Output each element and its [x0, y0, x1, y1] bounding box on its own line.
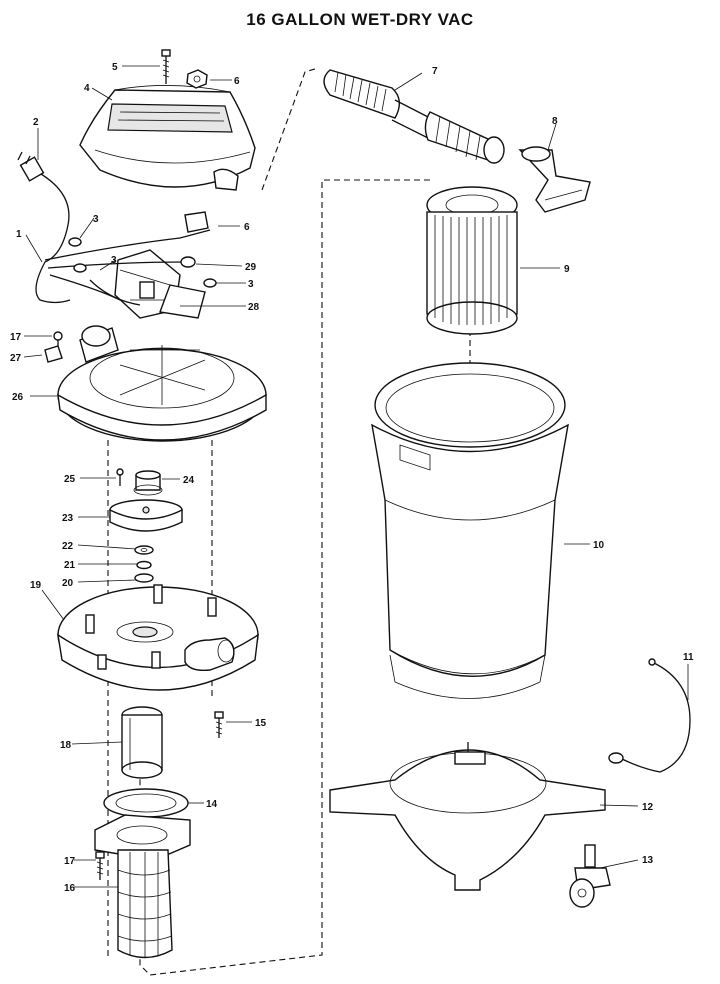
- part-label-4: 4: [84, 83, 90, 94]
- terminal-block: [159, 284, 206, 319]
- part-label-23: 23: [62, 513, 74, 524]
- cartridge-filter: [426, 186, 518, 335]
- part-label-7: 7: [432, 66, 438, 77]
- part-label-18: 18: [60, 740, 72, 751]
- part-label-10: 10: [593, 540, 605, 551]
- part-label-14: 14: [206, 799, 218, 810]
- gasket-14: [103, 788, 189, 818]
- diagram-title: 16 GALLON WET-DRY VAC: [246, 10, 474, 29]
- part-label-28: 28: [248, 302, 260, 313]
- hose: [323, 69, 505, 164]
- caster: [569, 844, 611, 908]
- sleeve-18: [121, 706, 163, 779]
- part-label-17a: 17: [10, 332, 22, 343]
- leader-lines: [23, 65, 689, 888]
- screw-5: [161, 49, 171, 84]
- part-label-1: 1: [16, 229, 22, 240]
- part-label-20: 20: [62, 578, 74, 589]
- crevice-nozzle: [518, 146, 591, 213]
- wire-harness: [44, 211, 217, 306]
- float-cage-16: [94, 814, 191, 959]
- lid-motor-housing: [57, 325, 267, 442]
- part-label-27: 27: [10, 353, 22, 364]
- part-label-3c: 3: [248, 279, 254, 290]
- impeller-23: [109, 499, 183, 532]
- part-label-6b: 6: [244, 222, 250, 233]
- screw-25: [116, 468, 124, 486]
- part-label-16: 16: [64, 883, 76, 894]
- part-label-25: 25: [64, 474, 76, 485]
- part-label-22: 22: [62, 541, 74, 552]
- nut-21: [136, 560, 152, 570]
- part-label-3a: 3: [93, 214, 99, 225]
- clip-27: [44, 345, 63, 363]
- screw-17-top: [53, 331, 63, 346]
- washer-20: [134, 573, 154, 583]
- screw-15: [214, 711, 224, 738]
- part-label-6a: 6: [234, 76, 240, 87]
- motor-cover: [79, 85, 256, 191]
- part-label-5: 5: [112, 62, 118, 73]
- part-label-3b: 3: [111, 255, 117, 266]
- part-label-9: 9: [564, 264, 570, 275]
- motor-plate: [57, 584, 259, 691]
- part-label-19: 19: [30, 580, 42, 591]
- part-label-24: 24: [183, 475, 195, 486]
- screw-17-bottom: [95, 851, 105, 880]
- part-label-8: 8: [552, 116, 558, 127]
- part-label-12: 12: [642, 802, 654, 813]
- dolly-base: [329, 742, 606, 891]
- part-label-13: 13: [642, 855, 654, 866]
- part-label-15: 15: [255, 718, 267, 729]
- part-label-29: 29: [245, 262, 257, 273]
- part-label-17b: 17: [64, 856, 76, 867]
- nut-6-top: [186, 69, 208, 89]
- part-label-2: 2: [33, 117, 39, 128]
- part-label-21: 21: [64, 560, 76, 571]
- fan-hub-24: [133, 470, 163, 496]
- part-labels: 1 2 3 3 3 4 5 6 6 7 8 9 10 11 12 13 14 1…: [10, 62, 694, 894]
- tether-cord: [608, 658, 691, 773]
- collection-drum: [371, 362, 569, 699]
- part-label-11: 11: [683, 652, 694, 663]
- washer-22: [134, 545, 154, 555]
- power-cord: [17, 151, 71, 304]
- part-label-26: 26: [12, 392, 24, 403]
